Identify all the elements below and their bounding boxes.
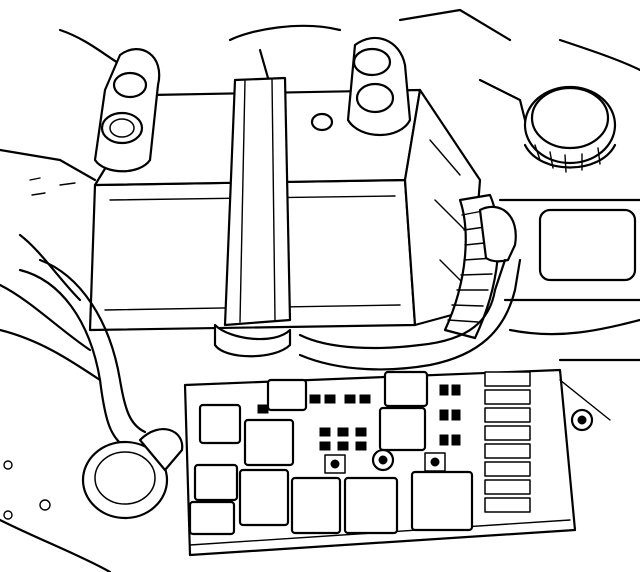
relay <box>343 476 399 535</box>
fuse <box>439 384 449 396</box>
fuse <box>319 427 331 437</box>
stud-nut <box>330 459 340 469</box>
maxi-fuse <box>484 371 531 387</box>
battery <box>88 88 482 332</box>
fuse <box>355 427 367 437</box>
wiring-loom <box>443 193 517 340</box>
ground-bolt-center <box>577 415 587 425</box>
fuse <box>309 394 321 404</box>
fuse <box>451 409 461 421</box>
relay <box>383 370 429 408</box>
maxi-fuses <box>484 371 531 513</box>
relay <box>266 378 308 412</box>
maxi-fuse <box>484 425 531 441</box>
fuse <box>324 394 336 404</box>
fuse <box>451 434 461 446</box>
maxi-fuse <box>484 389 531 405</box>
relay <box>378 406 427 452</box>
fuse <box>337 427 349 437</box>
relay <box>243 418 295 467</box>
battery-hold-down-strap <box>213 48 292 358</box>
fuse <box>359 394 371 404</box>
fuse <box>337 441 349 451</box>
stud-nut <box>430 457 440 467</box>
fuse <box>439 434 449 446</box>
relay <box>193 463 239 502</box>
maxi-fuse <box>484 479 531 495</box>
mini-fuses <box>257 384 461 451</box>
terminal-boot <box>81 428 184 520</box>
fuse <box>439 409 449 421</box>
fuse <box>344 394 356 404</box>
fuse <box>257 404 269 414</box>
relay <box>410 470 474 532</box>
stud-nut <box>378 455 388 465</box>
relays <box>188 370 474 536</box>
fuse <box>355 441 367 451</box>
fuse <box>319 441 331 451</box>
battery-cable <box>18 258 522 452</box>
maxi-fuse <box>484 461 531 477</box>
maxi-fuse <box>484 497 531 513</box>
vent-cap <box>310 112 334 132</box>
relay <box>238 468 290 527</box>
relay <box>290 476 342 535</box>
fuse <box>451 384 461 396</box>
battery-terminal-right <box>346 36 412 137</box>
relay <box>198 403 242 445</box>
reservoir-cap <box>523 85 617 173</box>
background-structure <box>0 8 640 572</box>
maxi-fuse <box>484 407 531 423</box>
studs <box>324 408 594 474</box>
relay <box>188 500 236 536</box>
maxi-fuse <box>484 443 531 459</box>
battery-terminal-left <box>93 48 161 173</box>
